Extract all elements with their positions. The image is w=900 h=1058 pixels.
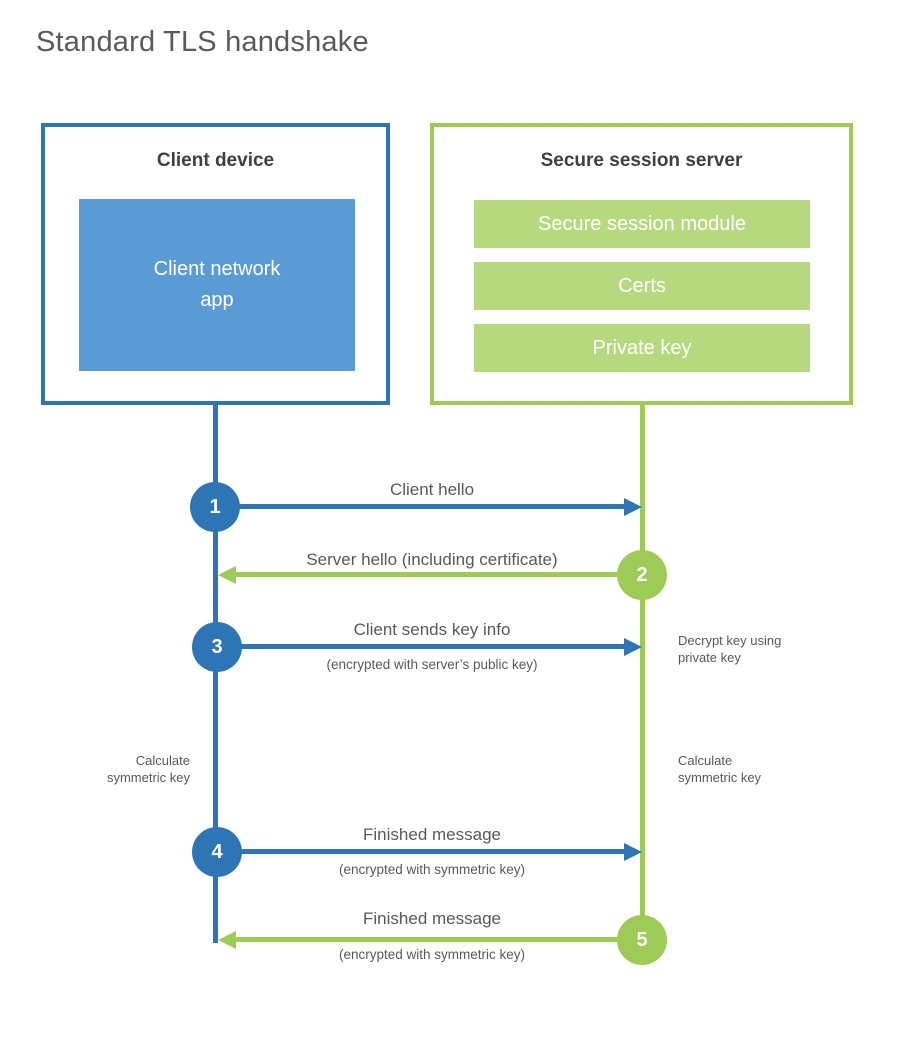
step-3-badge: 3 — [192, 622, 242, 672]
step-4-number: 4 — [211, 840, 223, 863]
step-1-label: Client hello — [389, 480, 475, 499]
server-module-private-key: Private key — [474, 324, 810, 372]
server-module-secure-session: Secure session module — [474, 200, 810, 248]
step-5-sublabel: (encrypted with symmetric key) — [338, 947, 526, 962]
step-5-arrowhead-left-icon — [218, 931, 236, 949]
step-4-badge: 4 — [192, 827, 242, 877]
step-1-arrowhead-right-icon — [624, 498, 642, 516]
step-3-sublabel: (encrypted with server’s public key) — [326, 657, 538, 672]
step-1-number: 1 — [209, 495, 221, 518]
server-module-certs: Certs — [474, 262, 810, 310]
secure-session-server-heading: Secure session server — [540, 150, 743, 171]
step-4-arrowhead-right-icon — [624, 843, 642, 861]
step-4-sublabel: (encrypted with symmetric key) — [338, 862, 526, 877]
step-5-label: Finished message — [363, 909, 501, 928]
client-lifeline — [213, 405, 218, 943]
client-network-app-node: Client network app — [79, 199, 355, 371]
note-calculate-symmetric-key-server: Calculate symmetric key — [678, 753, 762, 785]
step-3-label: Client sends key info — [353, 620, 511, 639]
step-2-label: Server hello (including certificate) — [306, 550, 558, 569]
server-lifeline — [640, 405, 645, 940]
client-device-heading: Client device — [156, 150, 275, 171]
step-2-arrow-line — [235, 572, 619, 577]
step-5-number: 5 — [636, 928, 648, 951]
note-calculate-symmetric-key-client: Calculate symmetric key — [106, 753, 190, 785]
page-title: Standard TLS handshake — [36, 26, 369, 58]
step-5-badge: 5 — [617, 915, 667, 965]
step-3-arrow-line — [241, 644, 625, 649]
step-2-arrowhead-left-icon — [218, 566, 236, 584]
step-4-arrow-line — [241, 849, 625, 854]
step-4-label: Finished message — [363, 825, 501, 844]
step-1-badge: 1 — [190, 482, 240, 532]
step-3-arrowhead-right-icon — [624, 638, 642, 656]
step-5-arrow-line — [235, 937, 619, 942]
step-2-badge: 2 — [617, 550, 667, 600]
note-decrypt-key: Decrypt key using private key — [678, 633, 782, 665]
step-3-number: 3 — [211, 635, 223, 658]
step-2-number: 2 — [636, 563, 648, 586]
step-1-arrow-line — [239, 504, 625, 509]
